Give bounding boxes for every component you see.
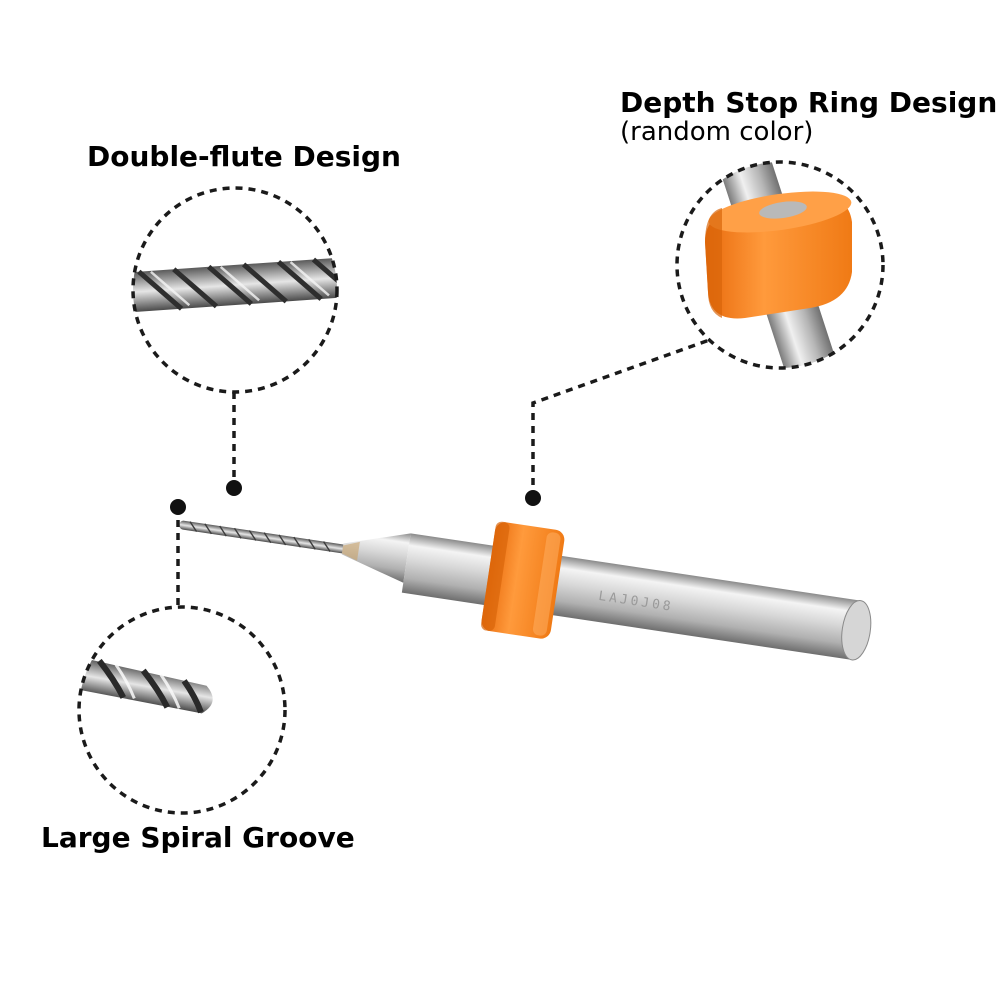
zoomed-stop-ring (705, 191, 852, 319)
callout-depth-stop (675, 160, 885, 370)
callout-dot-stop (525, 490, 541, 506)
depth-stop-subtitle: (random color) (620, 117, 814, 147)
callout-lines (176, 336, 716, 607)
drill-tip (179, 520, 348, 554)
callout-double-flute (131, 186, 339, 394)
callout-dot-flute (226, 480, 242, 496)
depth-stop-ring (481, 521, 565, 639)
drill-bit: LAJ0J08 (179, 520, 872, 661)
depth-stop-title: Depth Stop Ring Design (620, 86, 998, 119)
callout-spiral-groove (77, 605, 287, 815)
callout-dot-groove (170, 499, 186, 515)
double-flute-title: Double-flute Design (87, 140, 401, 173)
spiral-groove-title: Large Spiral Groove (41, 821, 355, 854)
